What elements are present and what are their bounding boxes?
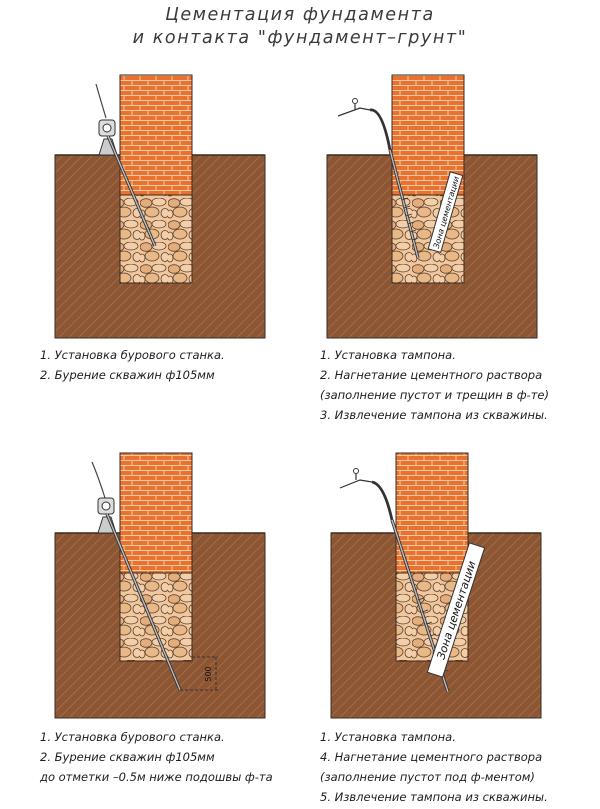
drill-rod [105,513,182,691]
step-text: 2. Бурение скважин ф105мм [40,750,215,764]
drill-rod [106,135,157,247]
step-text: (заполнение пустот под ф-ментом) [320,770,535,784]
panel-4-drawing: Зона цементации [330,452,542,719]
brick-wall [119,452,193,574]
brick-wall [395,452,469,574]
title-line-2: и контакта "фундамент–грунт" [132,28,468,48]
step-text: 2. Бурение скважин ф105мм [40,368,215,382]
rubble-foundation [119,572,193,662]
step-text: 1. Установка бурового станка. [40,730,225,744]
step-text: до отметки –0.5м ниже подошвы ф-та [40,770,273,784]
brick-wall [119,74,193,196]
depth-dimension: 500 [180,656,218,691]
step-text: 5. Извлечение тампона из скважины. [320,790,548,804]
diagram-title: Цементация фундамента и контакта "фундам… [0,4,600,50]
injection-hose-icon [339,468,394,521]
panel-3-drawing: 500 [54,452,266,719]
panel-1-steps: 1. Установка бурового станка. 2. Бурение… [40,345,225,385]
step-text: 4. Нагнетание цементного раствора [320,750,543,764]
step-text: 3. Извлечение тампона из скважины. [320,408,548,422]
panel-drilling-rig-setup: 1. Установка бурового станка. 2. Бурение… [0,0,300,400]
panel-1-drawing [54,74,266,339]
rubble-foundation [119,194,193,284]
title-line-1: Цементация фундамента [165,5,435,25]
panel-4-steps: 1. Установка тампона. 4. Нагнетание цеме… [320,727,548,807]
panel-2-steps: 1. Установка тампона. 2. Нагнетание цеме… [320,345,549,425]
step-text: (заполнение пустот и трещин в ф-те) [320,388,549,402]
step-text: 1. Установка тампона. [320,348,456,362]
panel-contact-injection: Зона цементации 1. Установка тампона. 4.… [300,440,600,809]
drill-rig-icon [91,461,117,534]
injection-hose-icon [337,98,392,151]
drill-rig-icon [95,83,118,156]
panel-deep-drilling: 500 1. Установка бурового станка. 2. Бур… [0,440,300,809]
panel-3-steps: 1. Установка бурового станка. 2. Бурение… [40,727,273,787]
depth-label: 500 [204,666,213,681]
packer-pipe [388,149,420,259]
panel-packer-injection: Зона цементации 1. Установка тампона. 2.… [300,0,600,440]
step-text: 1. Установка бурового станка. [40,348,225,362]
panel-2-drawing: Зона цементации [326,74,538,339]
step-text: 2. Нагнетание цементного раствора [320,368,543,382]
step-text: 1. Установка тампона. [320,730,456,744]
